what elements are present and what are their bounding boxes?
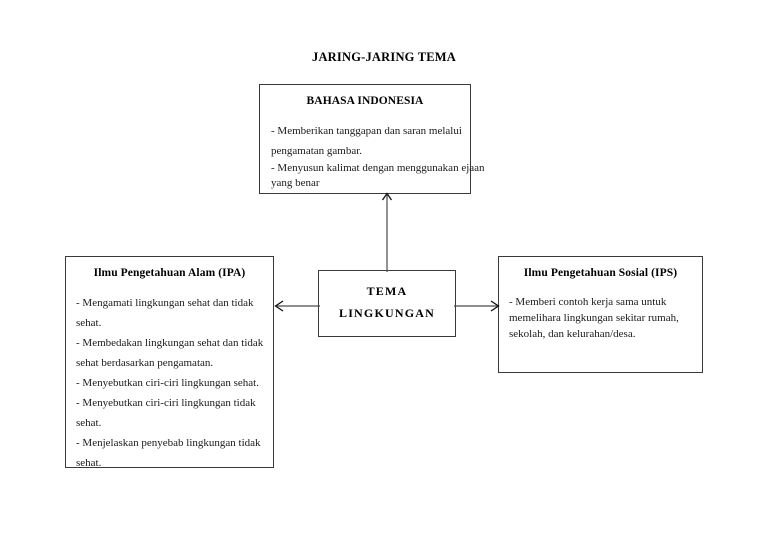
- node-ips-title: Ilmu Pengetahuan Sosial (IPS): [523, 267, 678, 279]
- node-ipa-title: Ilmu Pengetahuan Alam (IPA): [93, 267, 246, 279]
- body-line: - Mengamati lingkungan sehat dan tidak: [76, 297, 254, 309]
- body-line: sehat.: [76, 317, 102, 329]
- body-line: sehat.: [76, 457, 102, 469]
- node-tema-label: TEMA: [366, 284, 408, 298]
- node-bahasa-indonesia-title: BAHASA INDONESIA: [306, 95, 424, 107]
- body-line: yang benar: [271, 177, 320, 189]
- arrow-right-icon: [454, 300, 500, 312]
- body-line: - Menjelaskan penyebab lingkungan tidak: [76, 437, 261, 449]
- body-line: sekolah, dan kelurahan/desa.: [509, 328, 636, 340]
- body-line: sehat berdasarkan pengamatan.: [76, 357, 214, 369]
- node-tema-lingkungan: TEMA LINGKUNGAN: [318, 270, 456, 337]
- body-line: - Menyebutkan ciri-ciri lingkungan sehat…: [76, 377, 259, 389]
- node-ips-body: - Memberi contoh kerja sama untuk memeli…: [506, 294, 695, 342]
- body-line: - Menyebutkan ciri-ciri lingkungan tidak: [76, 397, 256, 409]
- node-ips: Ilmu Pengetahuan Sosial (IPS) - Memberi …: [498, 256, 703, 373]
- node-bahasa-indonesia-body: - Memberikan tanggapan dan saran melalui…: [266, 121, 485, 191]
- node-ipa-body: - Mengamati lingkungan sehat dan tidak s…: [73, 293, 266, 473]
- arrow-up-icon: [381, 192, 393, 272]
- body-line: pengamatan gambar.: [271, 145, 363, 157]
- body-line: - Menyusun kalimat dengan menggunakan ej…: [271, 162, 485, 174]
- body-line: - Memberikan tanggapan dan saran melalui: [271, 125, 462, 137]
- node-bahasa-indonesia: BAHASA INDONESIA - Memberikan tanggapan …: [259, 84, 485, 194]
- page-title: JARING-JARING TEMA: [312, 50, 456, 64]
- body-line: memelihara lingkungan sekitar rumah,: [509, 312, 679, 324]
- node-lingkungan-label: LINGKUNGAN: [338, 306, 435, 320]
- body-line: - Membedakan lingkungan sehat dan tidak: [76, 337, 264, 349]
- node-ipa: Ilmu Pengetahuan Alam (IPA) - Mengamati …: [65, 256, 274, 469]
- body-line: - Memberi contoh kerja sama untuk: [509, 296, 667, 308]
- body-line: sehat.: [76, 417, 102, 429]
- arrow-left-icon: [274, 300, 320, 312]
